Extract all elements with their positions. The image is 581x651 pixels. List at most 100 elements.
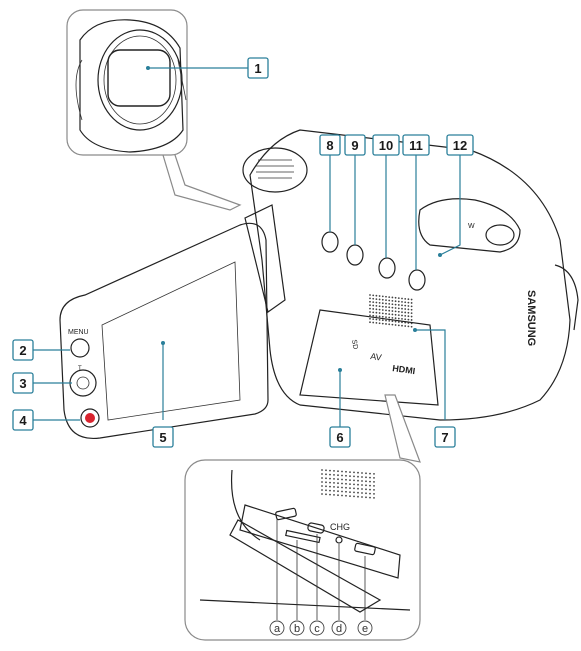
grille-hole <box>325 481 327 483</box>
grille-hole <box>373 477 375 479</box>
grille-hole <box>395 317 397 319</box>
grille-hole <box>349 475 351 477</box>
callout-6: 6 <box>330 427 350 447</box>
grille-hole <box>333 474 335 476</box>
grille-hole <box>325 469 327 471</box>
svg-text:2: 2 <box>19 343 26 358</box>
grille-hole <box>341 479 343 481</box>
grille-hole <box>357 496 359 498</box>
grille-hole <box>345 487 347 489</box>
grille-hole <box>385 303 387 305</box>
grille-hole <box>404 318 406 320</box>
svg-text:e: e <box>362 623 368 635</box>
grille-hole <box>376 322 378 324</box>
grille-hole <box>325 485 327 487</box>
grille-hole <box>411 326 413 328</box>
callout-12: 12 <box>447 135 473 155</box>
button-10[interactable] <box>379 258 395 278</box>
grille-hole <box>385 299 387 301</box>
grille-hole <box>349 471 351 473</box>
grille-hole <box>357 472 359 474</box>
grille-hole <box>385 313 387 315</box>
port-letter-b: b <box>290 621 304 635</box>
camcorder-body: AV HDMI SD SAMSUNG W <box>243 130 578 420</box>
grille-hole <box>321 485 323 487</box>
grille-hole <box>411 312 413 314</box>
svg-text:8: 8 <box>326 138 333 153</box>
grille-hole <box>325 473 327 475</box>
chg-label: CHG <box>330 522 350 532</box>
grille-hole <box>353 472 355 474</box>
grille-hole <box>333 490 335 492</box>
grille-hole <box>357 488 359 490</box>
grille-hole <box>382 302 384 304</box>
grille-hole <box>361 496 363 498</box>
grille-hole <box>349 487 351 489</box>
svg-text:7: 7 <box>441 430 448 445</box>
grille-hole <box>329 470 331 472</box>
svg-text:6: 6 <box>336 430 343 445</box>
grille-hole <box>398 307 400 309</box>
grille-hole <box>404 325 406 327</box>
grille-hole <box>392 320 394 322</box>
grille-hole <box>395 300 397 302</box>
grille-hole <box>379 316 381 318</box>
grille-hole <box>369 294 371 296</box>
grille-hole <box>345 475 347 477</box>
grille-hole <box>382 323 384 325</box>
svg-text:a: a <box>274 623 281 635</box>
grille-hole <box>398 297 400 299</box>
grille-hole <box>329 490 331 492</box>
front-grille <box>256 160 294 178</box>
grille-hole <box>385 320 387 322</box>
grille-hole <box>341 487 343 489</box>
grille-hole <box>329 486 331 488</box>
grille-hole <box>345 479 347 481</box>
callout-4: 4 <box>13 410 33 430</box>
lcd-panel: MENU T <box>60 205 285 438</box>
grille-hole <box>349 483 351 485</box>
grille-hole <box>392 317 394 319</box>
grille-hole <box>369 493 371 495</box>
grille-hole <box>365 484 367 486</box>
grille-hole <box>369 321 371 323</box>
button-9[interactable] <box>347 245 363 265</box>
grille-hole <box>411 316 413 318</box>
control-joystick[interactable] <box>70 370 96 396</box>
grille-hole <box>373 493 375 495</box>
grille-hole <box>404 301 406 303</box>
grille-hole <box>385 316 387 318</box>
grille-hole <box>392 314 394 316</box>
grille-hole <box>395 307 397 309</box>
grille-hole <box>369 315 371 317</box>
grille-hole <box>388 296 390 298</box>
grille-hole <box>357 480 359 482</box>
button-11[interactable] <box>409 270 425 290</box>
grille-hole <box>369 304 371 306</box>
sd-label: SD <box>350 339 359 350</box>
grille-hole <box>337 474 339 476</box>
svg-text:b: b <box>294 623 300 635</box>
grille-hole <box>325 493 327 495</box>
grille-hole <box>398 304 400 306</box>
grille-hole <box>395 314 397 316</box>
grille-hole <box>369 318 371 320</box>
grille-hole <box>365 488 367 490</box>
port-letter-d: d <box>332 621 346 635</box>
grille-hole <box>395 304 397 306</box>
grille-hole <box>401 325 403 327</box>
port-letter-a: a <box>270 621 284 635</box>
grille-hole <box>379 309 381 311</box>
grille-hole <box>408 298 410 300</box>
button-8[interactable] <box>322 232 338 252</box>
menu-button[interactable] <box>71 339 89 357</box>
grille-hole <box>345 491 347 493</box>
grille-hole <box>337 470 339 472</box>
grille-hole <box>382 299 384 301</box>
callout-5: 5 <box>153 427 173 447</box>
grille-hole <box>401 318 403 320</box>
callout-11: 11 <box>403 135 429 155</box>
speaker-grille <box>369 294 412 328</box>
grille-hole <box>408 312 410 314</box>
grille-hole <box>408 305 410 307</box>
